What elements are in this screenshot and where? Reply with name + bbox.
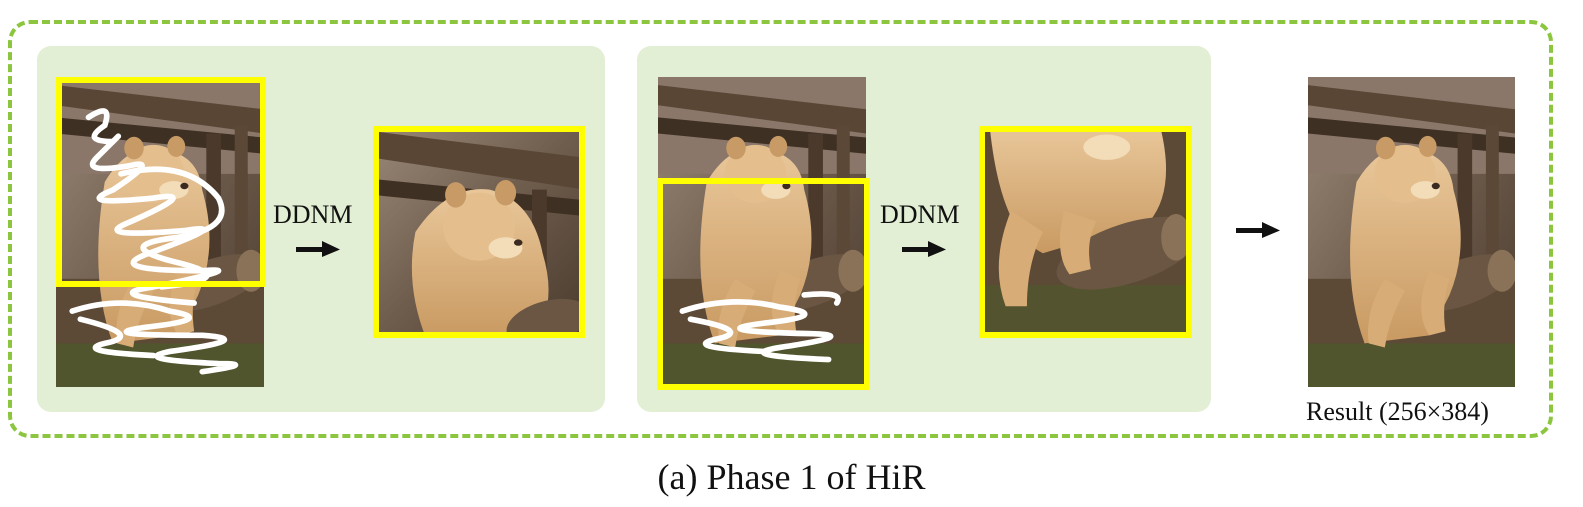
figure-caption: (a) Phase 1 of HiR [657,457,926,497]
partial-input-image [658,77,866,387]
mask-scribble [69,108,239,375]
ddnm-output-2 [979,126,1192,338]
output-box-2 [979,126,1192,338]
mask-scribble-2 [679,291,841,363]
ddnm-label-1: DDNM [273,200,353,229]
right-arrow-icon [296,241,340,257]
crop-box-1 [56,77,266,287]
ddnm-output-1 [373,126,585,338]
right-arrow-icon [1236,222,1280,238]
ddnm-label-2: DDNM [880,200,960,229]
output-box-1 [373,126,585,338]
result-image [1308,77,1515,387]
crop-box-2 [657,178,870,390]
right-arrow-icon [902,241,946,257]
masked-input-image [56,77,264,387]
phase1-frame [8,20,1553,438]
result-label: Result (256×384) [1306,397,1489,426]
